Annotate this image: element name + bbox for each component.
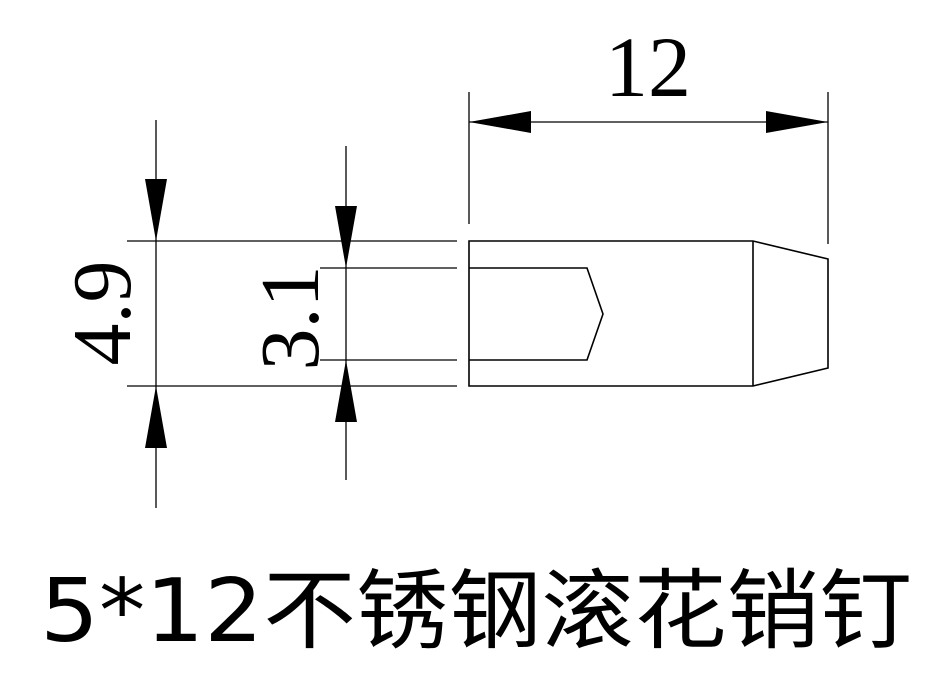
arrow-left [469,111,531,133]
length-label: 12 [605,19,691,115]
inner-diameter-dimension [320,146,457,480]
pin-body [468,240,829,387]
arrow-bottom [145,386,167,448]
part-caption: 5*12不锈钢滚花销钉 [40,560,912,662]
outer-diameter-label: 4.9 [56,261,149,366]
length-dimension [468,92,829,244]
center-hole [469,267,604,361]
arrow-bottom [335,360,357,422]
pin-outline [468,240,829,387]
outer-diameter-dimension [127,120,457,508]
arrow-top [145,179,167,241]
arrow-top [335,206,357,268]
arrow-right [766,111,828,133]
inner-diameter-label: 3.1 [244,266,337,371]
